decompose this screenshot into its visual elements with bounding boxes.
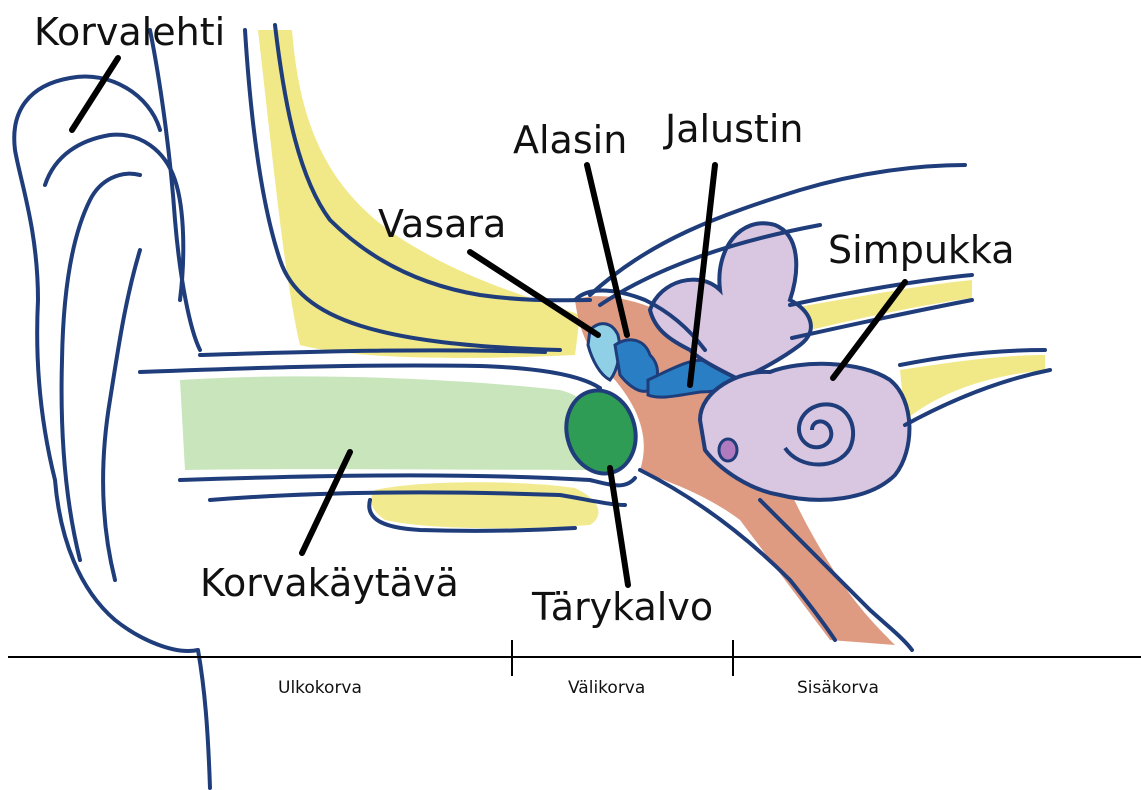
label-alasin: Alasin	[513, 118, 627, 162]
label-korvakaytava: Korvakäytävä	[200, 561, 459, 605]
lower-bone-area	[371, 482, 598, 528]
oval-window	[719, 439, 737, 461]
label-simpukka: Simpukka	[828, 228, 1015, 272]
nerve-lower	[900, 355, 1045, 420]
leader-korvalehti	[72, 58, 118, 130]
region-label-sisakorva: Sisäkorva	[797, 678, 879, 698]
label-vasara: Vasara	[378, 202, 506, 246]
label-korvalehti: Korvalehti	[34, 10, 225, 54]
pinna-back-edge	[103, 250, 140, 580]
label-jalustin: Jalustin	[663, 107, 803, 151]
pinna-inner-fold	[45, 135, 183, 300]
region-label-valikorva: Välikorva	[568, 678, 645, 698]
region-label-ulkokorva: Ulkokorva	[278, 678, 362, 698]
ear-canal-fill	[180, 376, 606, 470]
pinna-inner-curve	[62, 174, 140, 560]
pinna-top-edge	[150, 30, 200, 350]
canal-bottom-outline	[180, 475, 635, 485]
upper-bone-area	[258, 30, 580, 358]
label-tarykalvo: Tärykalvo	[531, 585, 713, 629]
